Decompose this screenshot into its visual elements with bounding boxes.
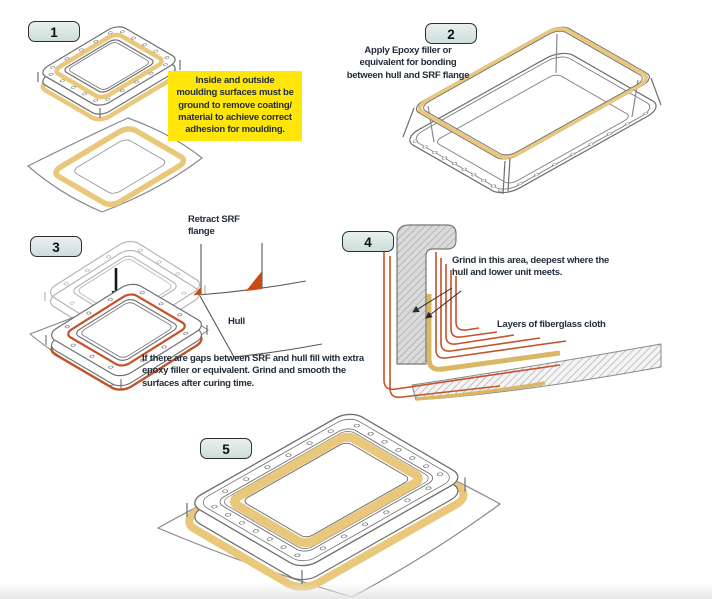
gap-fill-detail	[193, 243, 323, 358]
label-grind-area: Grind in this area, deepest where the hu…	[452, 255, 610, 279]
lower-flange-frame	[45, 281, 208, 393]
label-retract-srf-flange: Retract SRF flange	[188, 214, 240, 238]
label-fiberglass-layers: Layers of fiberglass cloth	[497, 319, 606, 330]
step4-illustration	[383, 224, 662, 401]
grind-arrows	[412, 287, 462, 319]
step4-badge: 4	[342, 231, 394, 252]
epoxy-ring	[65, 292, 189, 367]
epoxy-band-on-rim	[53, 33, 165, 99]
caption-step2: Apply Epoxy filler or equivalent for bon…	[346, 45, 470, 81]
epoxy-band-on-rim	[414, 26, 651, 160]
box-walls	[402, 33, 662, 195]
srf-flange-frame	[187, 410, 465, 570]
epoxy-ring	[230, 435, 423, 546]
page-bottom-fade	[0, 583, 712, 599]
bolt-holes	[412, 111, 649, 192]
lower-unit-cross-section	[396, 224, 457, 365]
hull-moulding-sheet	[26, 117, 203, 213]
step3-illustration	[28, 238, 323, 393]
fiberglass-layer-lines	[383, 247, 567, 399]
filler-gold-band	[426, 294, 561, 372]
epoxy-band-on-sheet	[52, 126, 188, 207]
note-step3: If there are gaps between SRF and hull f…	[142, 353, 364, 389]
top-rim	[411, 24, 656, 162]
filler-wedge	[193, 287, 201, 296]
srf-flange-frame	[37, 24, 181, 122]
interior-floor	[434, 73, 632, 185]
step5-badge: 5	[200, 438, 252, 459]
label-hull: Hull	[228, 316, 245, 327]
bottom-flange	[402, 49, 663, 197]
bolt-holes	[211, 423, 444, 558]
bolt-holes	[48, 30, 170, 102]
filler-gold-band-under	[415, 381, 546, 401]
step1-illustration	[26, 24, 203, 213]
step2-illustration	[402, 24, 663, 197]
step3-badge: 3	[30, 236, 82, 257]
filler-wedge	[246, 271, 262, 291]
note-step1: Inside and outside moulding surfaces mus…	[168, 71, 302, 141]
step2-badge: 2	[425, 23, 477, 44]
step1-badge: 1	[28, 21, 80, 42]
